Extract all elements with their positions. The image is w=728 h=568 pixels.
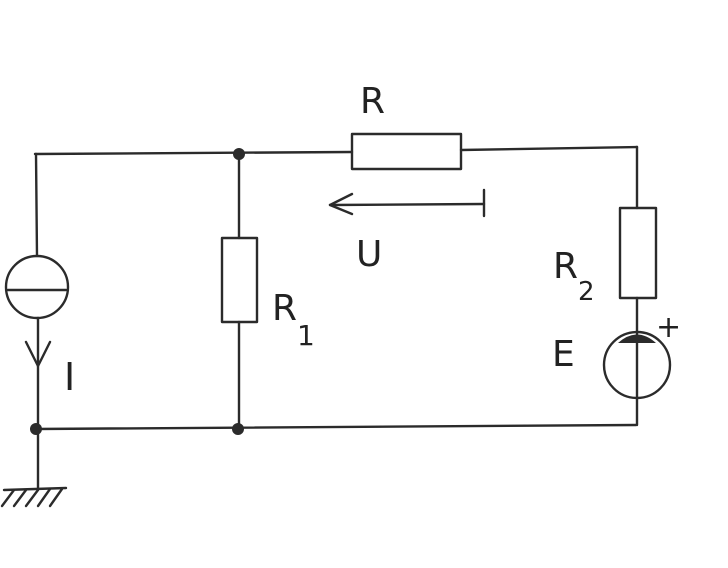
label-r: R: [360, 81, 385, 122]
current-source: [4, 254, 70, 320]
voltage-arrow-icon: [328, 192, 354, 216]
resistor-r2: [618, 206, 658, 300]
current-arrow-icon: [24, 340, 52, 368]
label-u: U: [356, 234, 382, 275]
label-i: I: [64, 355, 75, 399]
top-wire-left: [33, 150, 354, 156]
label-r1-subscript: 1: [297, 319, 315, 352]
resistor-r: [350, 132, 463, 171]
junction-dot-bottom-left: [30, 423, 42, 435]
junction-dot-top: [233, 148, 245, 160]
voltage-arrow-line: [328, 202, 486, 207]
label-e: E: [552, 334, 575, 375]
left-wire-top: [34, 152, 39, 258]
label-plus: +: [656, 310, 681, 345]
voltage-source-cap: [618, 334, 656, 343]
junction-dot-bottom-middle: [232, 423, 244, 435]
top-wire-right: [459, 145, 639, 152]
resistor-r1: [220, 236, 259, 324]
label-r1: R: [272, 288, 297, 329]
bottom-wire: [33, 423, 638, 431]
label-r2-subscript: 2: [578, 277, 595, 307]
label-r2: R: [553, 246, 578, 287]
ground-icon: [0, 486, 68, 508]
